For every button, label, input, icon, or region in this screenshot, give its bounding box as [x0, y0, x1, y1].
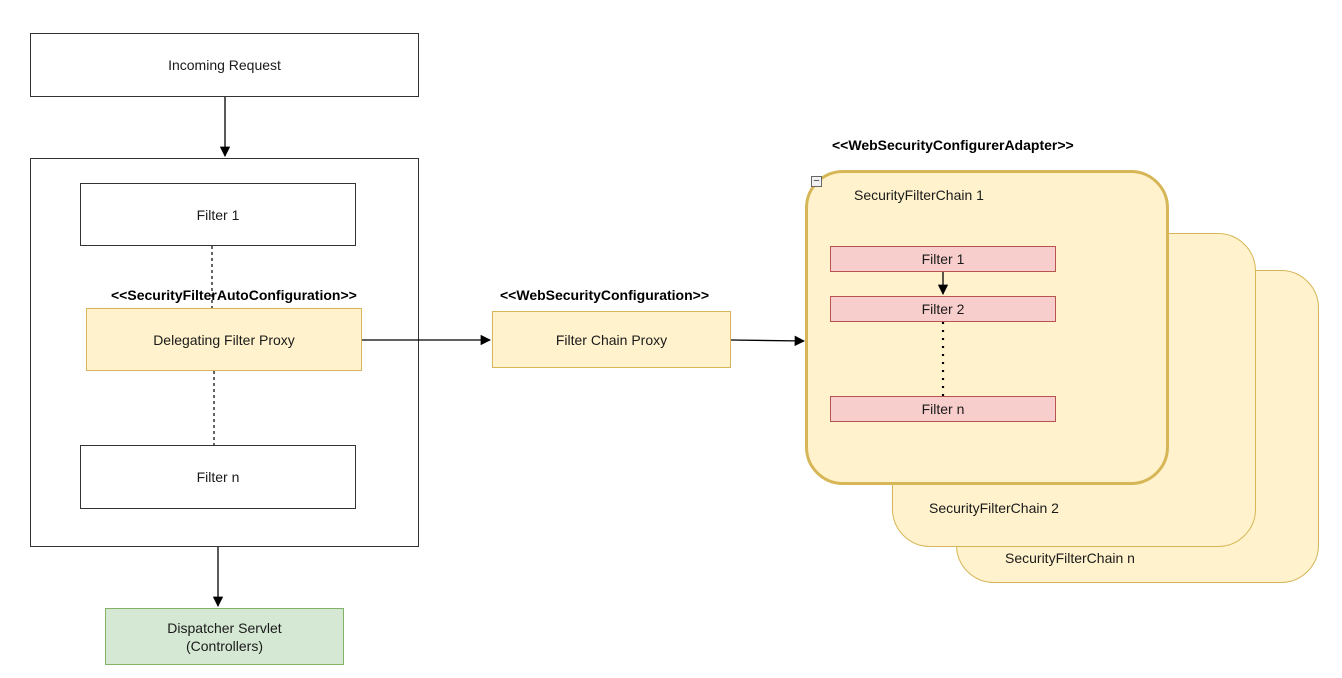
chain-filter-1-node[interactable]: Filter 1 [830, 246, 1056, 272]
filter-chain-proxy-node[interactable]: Filter Chain Proxy [492, 311, 731, 368]
dispatcher-controllers-label: (Controllers) [185, 637, 263, 654]
security-filter-chain-1-label: SecurityFilterChain 1 [854, 187, 984, 203]
security-filter-auto-configuration-stereotype: <<SecurityFilterAutoConfiguration>> [111, 287, 357, 303]
servlet-filter-1-label: Filter 1 [196, 206, 240, 223]
incoming-request-node[interactable]: Incoming Request [30, 33, 419, 97]
chain-filter-1-label: Filter 1 [921, 251, 965, 267]
servlet-filter-n-label: Filter n [196, 469, 240, 485]
filter-chain-proxy-label: Filter Chain Proxy [555, 331, 668, 348]
chain-proxy-to-security-chain-arrow [730, 335, 806, 347]
security-filter-chain-2-label: SecurityFilterChain 2 [929, 500, 1059, 516]
dispatcher-servlet-node[interactable]: Dispatcher Servlet (Controllers) [105, 608, 344, 665]
security-filter-chain-n-label: SecurityFilterChain n [1005, 550, 1135, 566]
chain-filter-n-label: Filter n [921, 401, 965, 417]
servlet-filter-1-node[interactable]: Filter 1 [80, 183, 356, 246]
delegating-filter-proxy-label: Delegating Filter Proxy [153, 331, 295, 348]
web-security-configurer-adapter-stereotype: <<WebSecurityConfigurerAdapter>> [832, 137, 1074, 153]
incoming-request-label: Incoming Request [168, 57, 281, 73]
web-security-configuration-stereotype: <<WebSecurityConfiguration>> [500, 287, 710, 303]
chain-filter-2-label: Filter 2 [921, 301, 965, 317]
security-filter-chain-1[interactable] [805, 170, 1169, 485]
servlet-filter-n-node[interactable]: Filter n [80, 445, 356, 509]
dispatcher-servlet-label: Dispatcher Servlet [167, 619, 282, 636]
chain-filter-n-node[interactable]: Filter n [830, 396, 1056, 422]
delegating-filter-proxy-node[interactable]: Delegating Filter Proxy [86, 308, 362, 371]
chain-filter-2-node[interactable]: Filter 2 [830, 296, 1056, 322]
collapse-icon[interactable]: − [811, 176, 822, 187]
